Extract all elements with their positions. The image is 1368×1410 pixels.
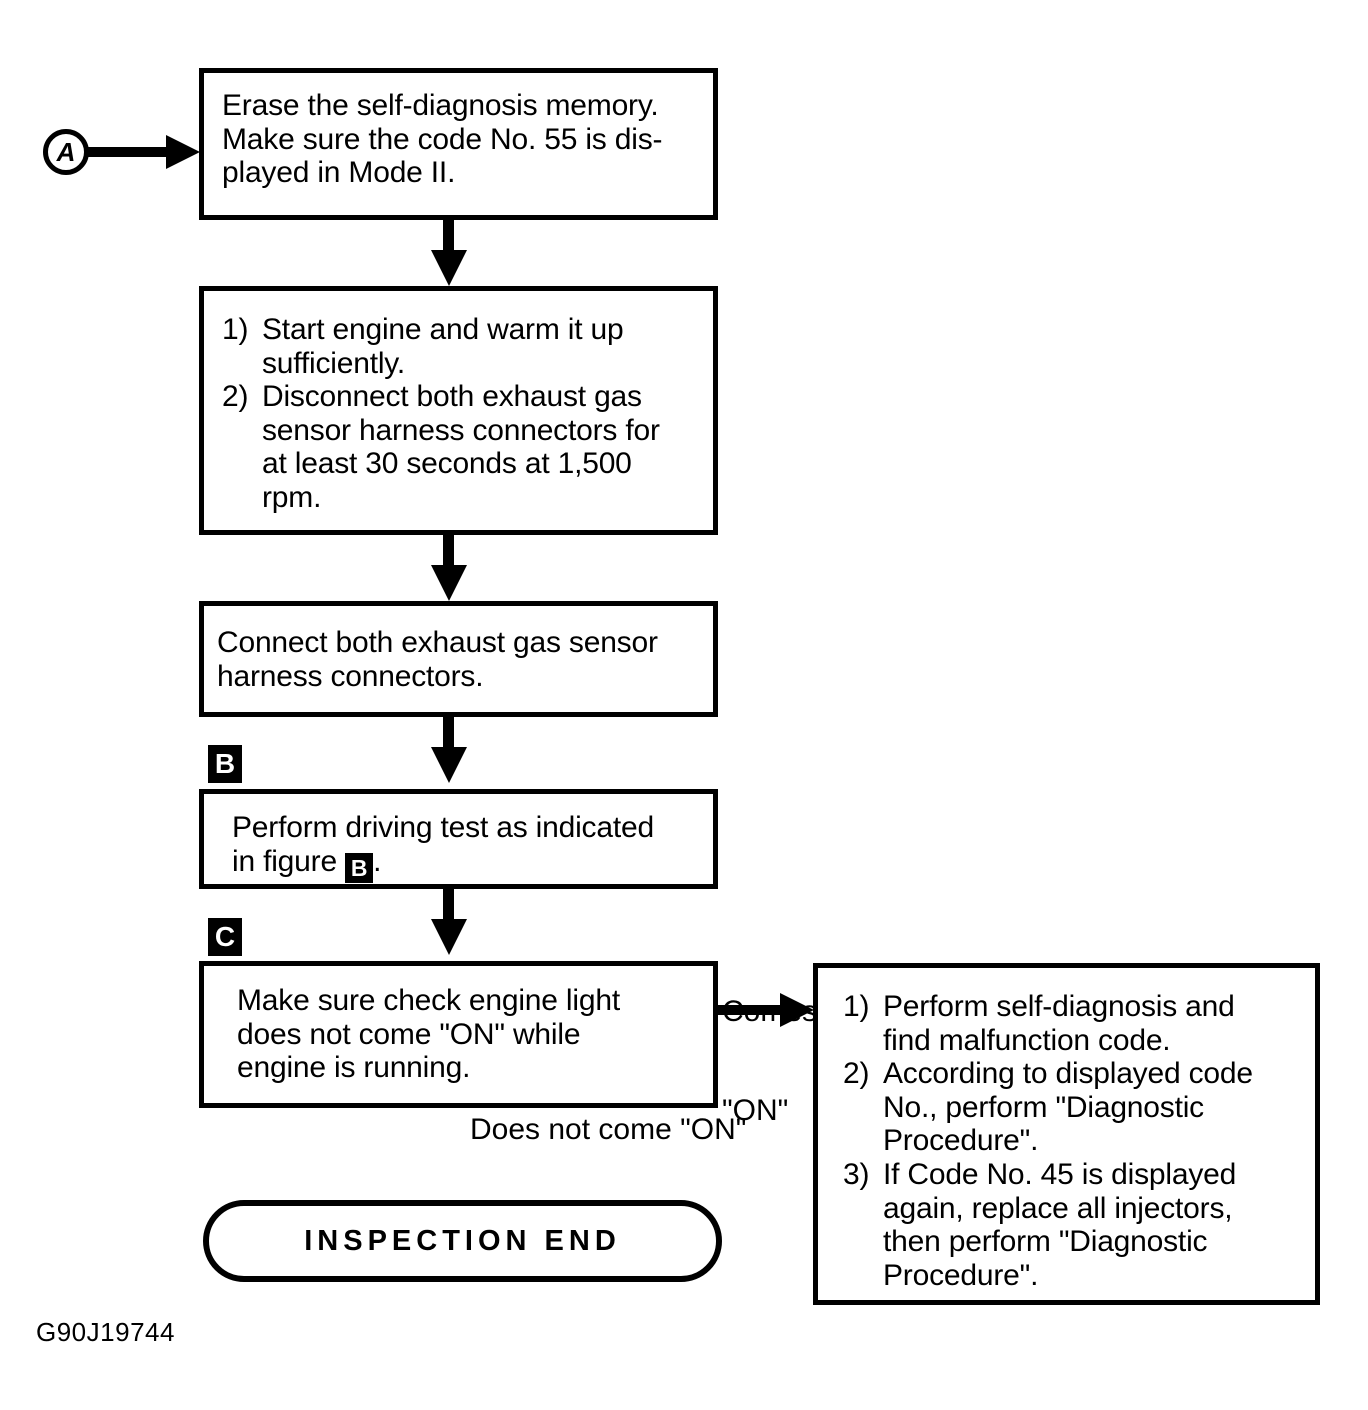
item-line: If Code No. 45 is displayed: [883, 1157, 1237, 1191]
item-text: If Code No. 45 is displayed again, repla…: [883, 1158, 1315, 1292]
connector-a-circle: A: [43, 129, 89, 175]
box-check-engine-light: Make sure check engine light does not co…: [199, 961, 718, 1108]
box-check-engine-light-line3: engine is running.: [237, 1051, 471, 1085]
box-self-diagnosis-item-1: 1) Perform self-diagnosis and find malfu…: [843, 990, 1315, 1057]
item-text: Perform self-diagnosis and find malfunct…: [883, 990, 1315, 1057]
comes-on-arrow-head: [780, 993, 814, 1027]
item-text: Disconnect both exhaust gas sensor harne…: [262, 380, 713, 514]
item-number: 1): [843, 990, 870, 1023]
box-erase-memory: Erase the self-diagnosis memory. Make su…: [199, 68, 718, 220]
box-driving-test: Perform driving test as indicated in fig…: [199, 789, 718, 889]
box-driving-test-line1: Perform driving test as indicated: [232, 811, 654, 844]
box-check-engine-light-line1: Make sure check engine light: [237, 984, 620, 1017]
item-line: at least 30 seconds at 1,500: [262, 447, 632, 481]
box-driving-test-line2: in figure B.: [232, 845, 713, 884]
box-connect-harness-line2: harness connectors.: [217, 659, 484, 693]
label-comes-on: Comes "ON": [722, 929, 817, 1193]
item-line: sensor harness connectors for: [262, 413, 660, 447]
arrow-head-1: [431, 250, 467, 286]
box-self-diagnosis-item-2: 2) According to displayed code No., perf…: [843, 1057, 1315, 1158]
box-self-diagnosis-item-3: 3) If Code No. 45 is displayed again, re…: [843, 1158, 1315, 1292]
connector-a-label: A: [56, 137, 76, 167]
box-connect-harness: Connect both exhaust gas sensor harness …: [199, 601, 718, 717]
item-line: No., perform "Diagnostic: [883, 1090, 1204, 1124]
box-start-engine-item-2: 2) Disconnect both exhaust gas sensor ha…: [222, 380, 713, 514]
item-number: 2): [843, 1057, 870, 1091]
item-number: 3): [843, 1157, 870, 1191]
arrow-shaft-2: [443, 535, 454, 580]
item-line: then perform "Diagnostic: [883, 1225, 1208, 1259]
item-number: 2): [222, 380, 249, 414]
label-does-not-come-on: Does not come "ON": [470, 1113, 747, 1146]
item-line: find malfunction code.: [883, 1023, 1171, 1057]
arrow-shaft-4: [443, 889, 454, 934]
entry-arrow-head: [166, 135, 200, 169]
box-self-diagnosis: 1) Perform self-diagnosis and find malfu…: [813, 963, 1320, 1305]
terminator-inspection-end: INSPECTION END: [203, 1200, 722, 1282]
item-line: Perform self-diagnosis and: [883, 990, 1235, 1023]
box-driving-test-line2-prefix: in figure: [232, 844, 346, 878]
marker-c: C: [208, 918, 242, 956]
label-comes-on-line2: "ON": [722, 1094, 789, 1127]
item-line: Start engine and warm it up: [262, 313, 624, 346]
box-connect-harness-line1: Connect both exhaust gas sensor: [217, 626, 658, 659]
item-line: Disconnect both exhaust gas: [262, 380, 642, 414]
arrow-head-4: [431, 919, 467, 955]
marker-b-label: B: [214, 748, 236, 779]
item-line: According to displayed code: [883, 1057, 1253, 1091]
box-start-engine: 1) Start engine and warm it up sufficien…: [199, 286, 718, 535]
label-comes-on-line1: Comes: [722, 995, 818, 1028]
box-check-engine-light-line2: does not come "ON" while: [237, 1017, 581, 1051]
terminator-label: INSPECTION END: [304, 1224, 621, 1257]
item-line: again, replace all injectors,: [883, 1191, 1233, 1225]
marker-c-label: C: [214, 921, 236, 952]
item-text: According to displayed code No., perform…: [883, 1057, 1315, 1158]
box-erase-memory-line3: played in Mode II.: [222, 156, 456, 190]
inline-marker-b: B: [345, 853, 374, 884]
arrow-shaft-1: [443, 220, 454, 265]
marker-b: B: [208, 745, 242, 783]
arrow-shaft-3: [443, 717, 454, 762]
item-line: Procedure".: [883, 1258, 1039, 1292]
box-erase-memory-line1: Erase the self-diagnosis memory.: [222, 89, 659, 122]
item-number: 1): [222, 313, 249, 346]
item-line: Procedure".: [883, 1124, 1039, 1158]
item-line: rpm.: [262, 480, 322, 514]
item-text: Start engine and warm it up sufficiently…: [262, 313, 713, 380]
entry-arrow-shaft: [88, 147, 178, 157]
comes-on-arrow-shaft: [713, 1005, 803, 1015]
box-erase-memory-line2: Make sure the code No. 55 is dis-: [222, 122, 663, 156]
item-line: sufficiently.: [262, 346, 406, 380]
arrow-head-2: [431, 565, 467, 601]
box-start-engine-item-1: 1) Start engine and warm it up sufficien…: [222, 313, 713, 380]
arrow-head-3: [431, 747, 467, 783]
box-driving-test-line2-suffix: .: [373, 844, 382, 878]
figure-code: G90J19744: [36, 1317, 175, 1347]
